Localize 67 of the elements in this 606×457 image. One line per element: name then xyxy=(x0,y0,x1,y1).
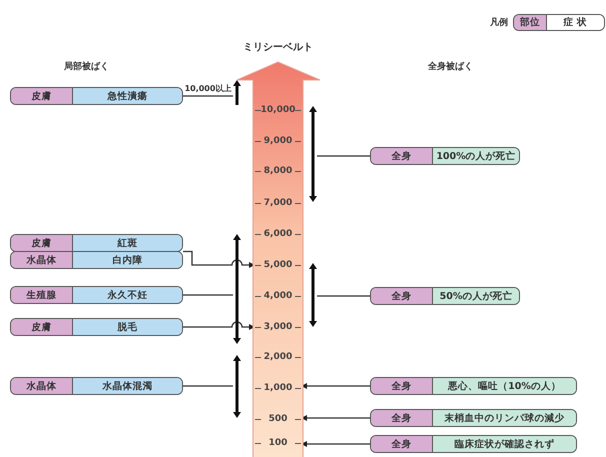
range-bracket xyxy=(309,106,317,202)
body-part-tag: 生殖腺 xyxy=(11,287,73,303)
dose-effect-box xyxy=(10,377,183,395)
body-part-tag: 全身 xyxy=(371,410,433,426)
tick-label: 6,000 xyxy=(255,228,301,240)
connector xyxy=(317,295,370,297)
dose-effect-box xyxy=(10,251,183,269)
tick-label: 10,000 xyxy=(255,104,301,116)
connector xyxy=(317,155,370,157)
dose-effect-box xyxy=(10,318,183,336)
arrow xyxy=(301,415,370,421)
tick-label: 2,000 xyxy=(255,351,301,363)
edge-label: 10,000以上 xyxy=(184,83,232,94)
symptom-text: 100%の人が死亡 xyxy=(433,148,519,164)
symptom-text: 永久不妊 xyxy=(73,287,182,303)
symptom-text: 脱毛 xyxy=(73,319,182,335)
section-heading: 全身被ばく xyxy=(428,60,473,73)
body-part-tag: 皮膚 xyxy=(11,319,73,335)
tick-label: 3,000 xyxy=(255,321,301,333)
tick-label: 5,000 xyxy=(255,259,301,271)
tick-label: 4,000 xyxy=(255,290,301,302)
dose-effect-box xyxy=(10,234,183,252)
arrow xyxy=(183,250,255,268)
dose-effect-box xyxy=(10,286,183,304)
legend-swatch: 症 状 xyxy=(546,15,604,30)
tick-label: 500 xyxy=(255,413,301,425)
tick-label: 1,000 xyxy=(255,382,301,394)
tick-label: 100 xyxy=(255,437,301,449)
arrow xyxy=(301,441,370,447)
tick-label: 7,000 xyxy=(255,197,301,209)
threshold-arrow xyxy=(233,80,241,105)
section-heading: 局部被ばく xyxy=(64,60,109,73)
dose-effect-box xyxy=(370,435,577,453)
symptom-text: 水晶体混濁 xyxy=(73,378,182,394)
range-bracket xyxy=(233,234,241,344)
tick-label: 9,000 xyxy=(255,135,301,147)
symptom-text: 50%の人が死亡 xyxy=(433,288,519,304)
symptom-text: 白内障 xyxy=(73,252,182,268)
arrow xyxy=(301,383,370,389)
body-part-tag: 水晶体 xyxy=(11,252,73,268)
symptom-text: 急性潰瘍 xyxy=(73,88,182,104)
body-part-tag: 皮膚 xyxy=(11,88,73,104)
connector xyxy=(183,385,233,387)
symptom-text: 末梢血中のリンパ球の減少 xyxy=(433,410,576,426)
dose-effect-box xyxy=(370,147,520,165)
body-part-tag: 全身 xyxy=(371,436,433,452)
symptom-text: 紅斑 xyxy=(73,235,182,251)
tick-label: 8,000 xyxy=(255,165,301,177)
range-bracket xyxy=(233,355,241,418)
connector xyxy=(183,294,233,296)
body-part-tag: 全身 xyxy=(371,288,433,304)
legend-swatch: 部位 xyxy=(514,15,547,30)
connector xyxy=(183,95,233,97)
symptom-text: 臨床症状が確認されず xyxy=(433,436,576,452)
dose-effect-box xyxy=(370,377,577,395)
dose-effect-box xyxy=(10,87,183,105)
body-part-tag: 皮膚 xyxy=(11,235,73,251)
arrow xyxy=(183,321,255,330)
body-part-tag: 全身 xyxy=(371,148,433,164)
dose-effect-box xyxy=(370,287,520,305)
dose-effect-box xyxy=(370,409,577,427)
unit-label: ミリシーベルト xyxy=(242,41,314,54)
body-part-tag: 水晶体 xyxy=(11,378,73,394)
legend-title: 凡例 xyxy=(490,16,508,29)
body-part-tag: 全身 xyxy=(371,378,433,394)
range-bracket xyxy=(309,263,317,327)
symptom-text: 悪心、嘔吐（10%の人） xyxy=(433,378,576,394)
